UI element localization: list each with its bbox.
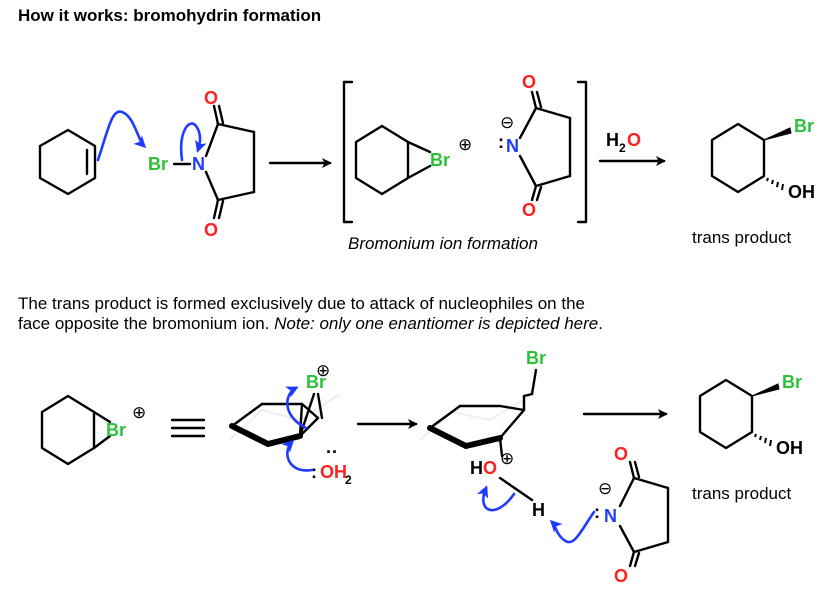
svg-text:2: 2 — [619, 141, 626, 155]
svg-text:⊕: ⊕ — [500, 449, 514, 468]
bromohydrin-product-1: Br OH — [710, 116, 815, 202]
product2-oh-label: OH — [776, 438, 803, 458]
base-o-bottom: O — [614, 566, 628, 586]
succinimide-anion-base: ⊖ : N O O — [594, 444, 670, 586]
enantiomer-note: Note: only one enantiomer is depicted he… — [274, 314, 599, 333]
chair-bromonium: Br ⊕ — [229, 361, 330, 447]
base-o-top: O — [614, 444, 628, 464]
product1-oh-label: OH — [788, 182, 815, 202]
lone-pair: : — [498, 132, 504, 152]
caption-bromonium: Bromonium ion formation — [348, 234, 538, 253]
bromonium-ion: Br ⊕ — [354, 124, 472, 196]
paragraph-line-1: The trans product is formed exclusively … — [18, 294, 585, 313]
anion-o-top: O — [522, 72, 536, 92]
curved-arrow-alkene-to-br — [96, 110, 147, 162]
svg-text:··: ·· — [326, 442, 338, 462]
intermediate-h-label: H — [532, 500, 545, 520]
paragraph-line-2: face opposite the bromonium ion. Note: o… — [18, 314, 603, 333]
svg-text:⊕: ⊕ — [316, 361, 330, 380]
anion-n-label: N — [506, 136, 519, 156]
bromonium-planar-br: Br — [106, 420, 126, 440]
product1-br-label: Br — [794, 116, 814, 136]
plus-charge: ⊕ — [458, 135, 472, 154]
caption-trans-product-1: trans product — [692, 228, 792, 247]
svg-text:⊖: ⊖ — [598, 479, 612, 498]
svg-text:2: 2 — [345, 473, 352, 487]
bracket-right — [576, 80, 588, 224]
svg-text::: : — [594, 502, 600, 522]
bromohydrin-product-2: Br OH — [698, 372, 803, 458]
bracket-left — [342, 80, 354, 224]
nbs-o-top: O — [204, 88, 218, 108]
nbs-n-label: N — [192, 154, 205, 174]
minus-charge: ⊖ — [500, 113, 514, 132]
svg-text:O: O — [627, 130, 641, 150]
chair-oxonium-intermediate: Br H O ⊕ H — [427, 348, 546, 520]
diagram-title: How it works: bromohydrin formation — [18, 6, 322, 25]
explanation-paragraph: The trans product is formed exclusively … — [18, 294, 818, 334]
base-n-label: N — [604, 506, 617, 526]
succinimide-anion: ⊖ : N O O — [498, 72, 572, 220]
curved-arrow-oh-bond-to-o — [477, 485, 516, 512]
intermediate-ho-o: O — [483, 458, 497, 478]
svg-text:H: H — [606, 130, 619, 150]
nbs-br-label: Br — [148, 154, 168, 174]
nbs-molecule: Br N O O — [148, 88, 256, 240]
svg-text:⊕: ⊕ — [132, 403, 146, 422]
cyclohexene — [38, 128, 97, 196]
curved-arrow-water-attack — [281, 439, 314, 472]
curved-arrow-bond-to-n — [179, 122, 207, 162]
water-o-label: OH — [320, 462, 347, 482]
bromonium-br-label: Br — [430, 150, 450, 170]
reagent-h2o: H 2 O — [606, 130, 641, 155]
curved-arrow-n-to-h — [549, 510, 596, 544]
anion-o-bottom: O — [522, 200, 536, 220]
curved-arrow-bond-to-br — [285, 386, 308, 430]
intermediate-br-label: Br — [526, 348, 546, 368]
nbs-o-bottom: O — [204, 220, 218, 240]
intermediate-ho-h: H — [470, 458, 483, 478]
water-nucleophile: ·· : OH H 2 — [311, 442, 352, 487]
bromonium-ion-planar: Br ⊕ — [40, 394, 146, 466]
chair-br-label: Br — [306, 372, 326, 392]
product2-br-label: Br — [782, 372, 802, 392]
svg-text::: : — [311, 462, 317, 482]
caption-trans-product-2: trans product — [692, 484, 792, 503]
faint-background-chair — [229, 393, 531, 441]
equivalence-sign — [170, 418, 206, 438]
